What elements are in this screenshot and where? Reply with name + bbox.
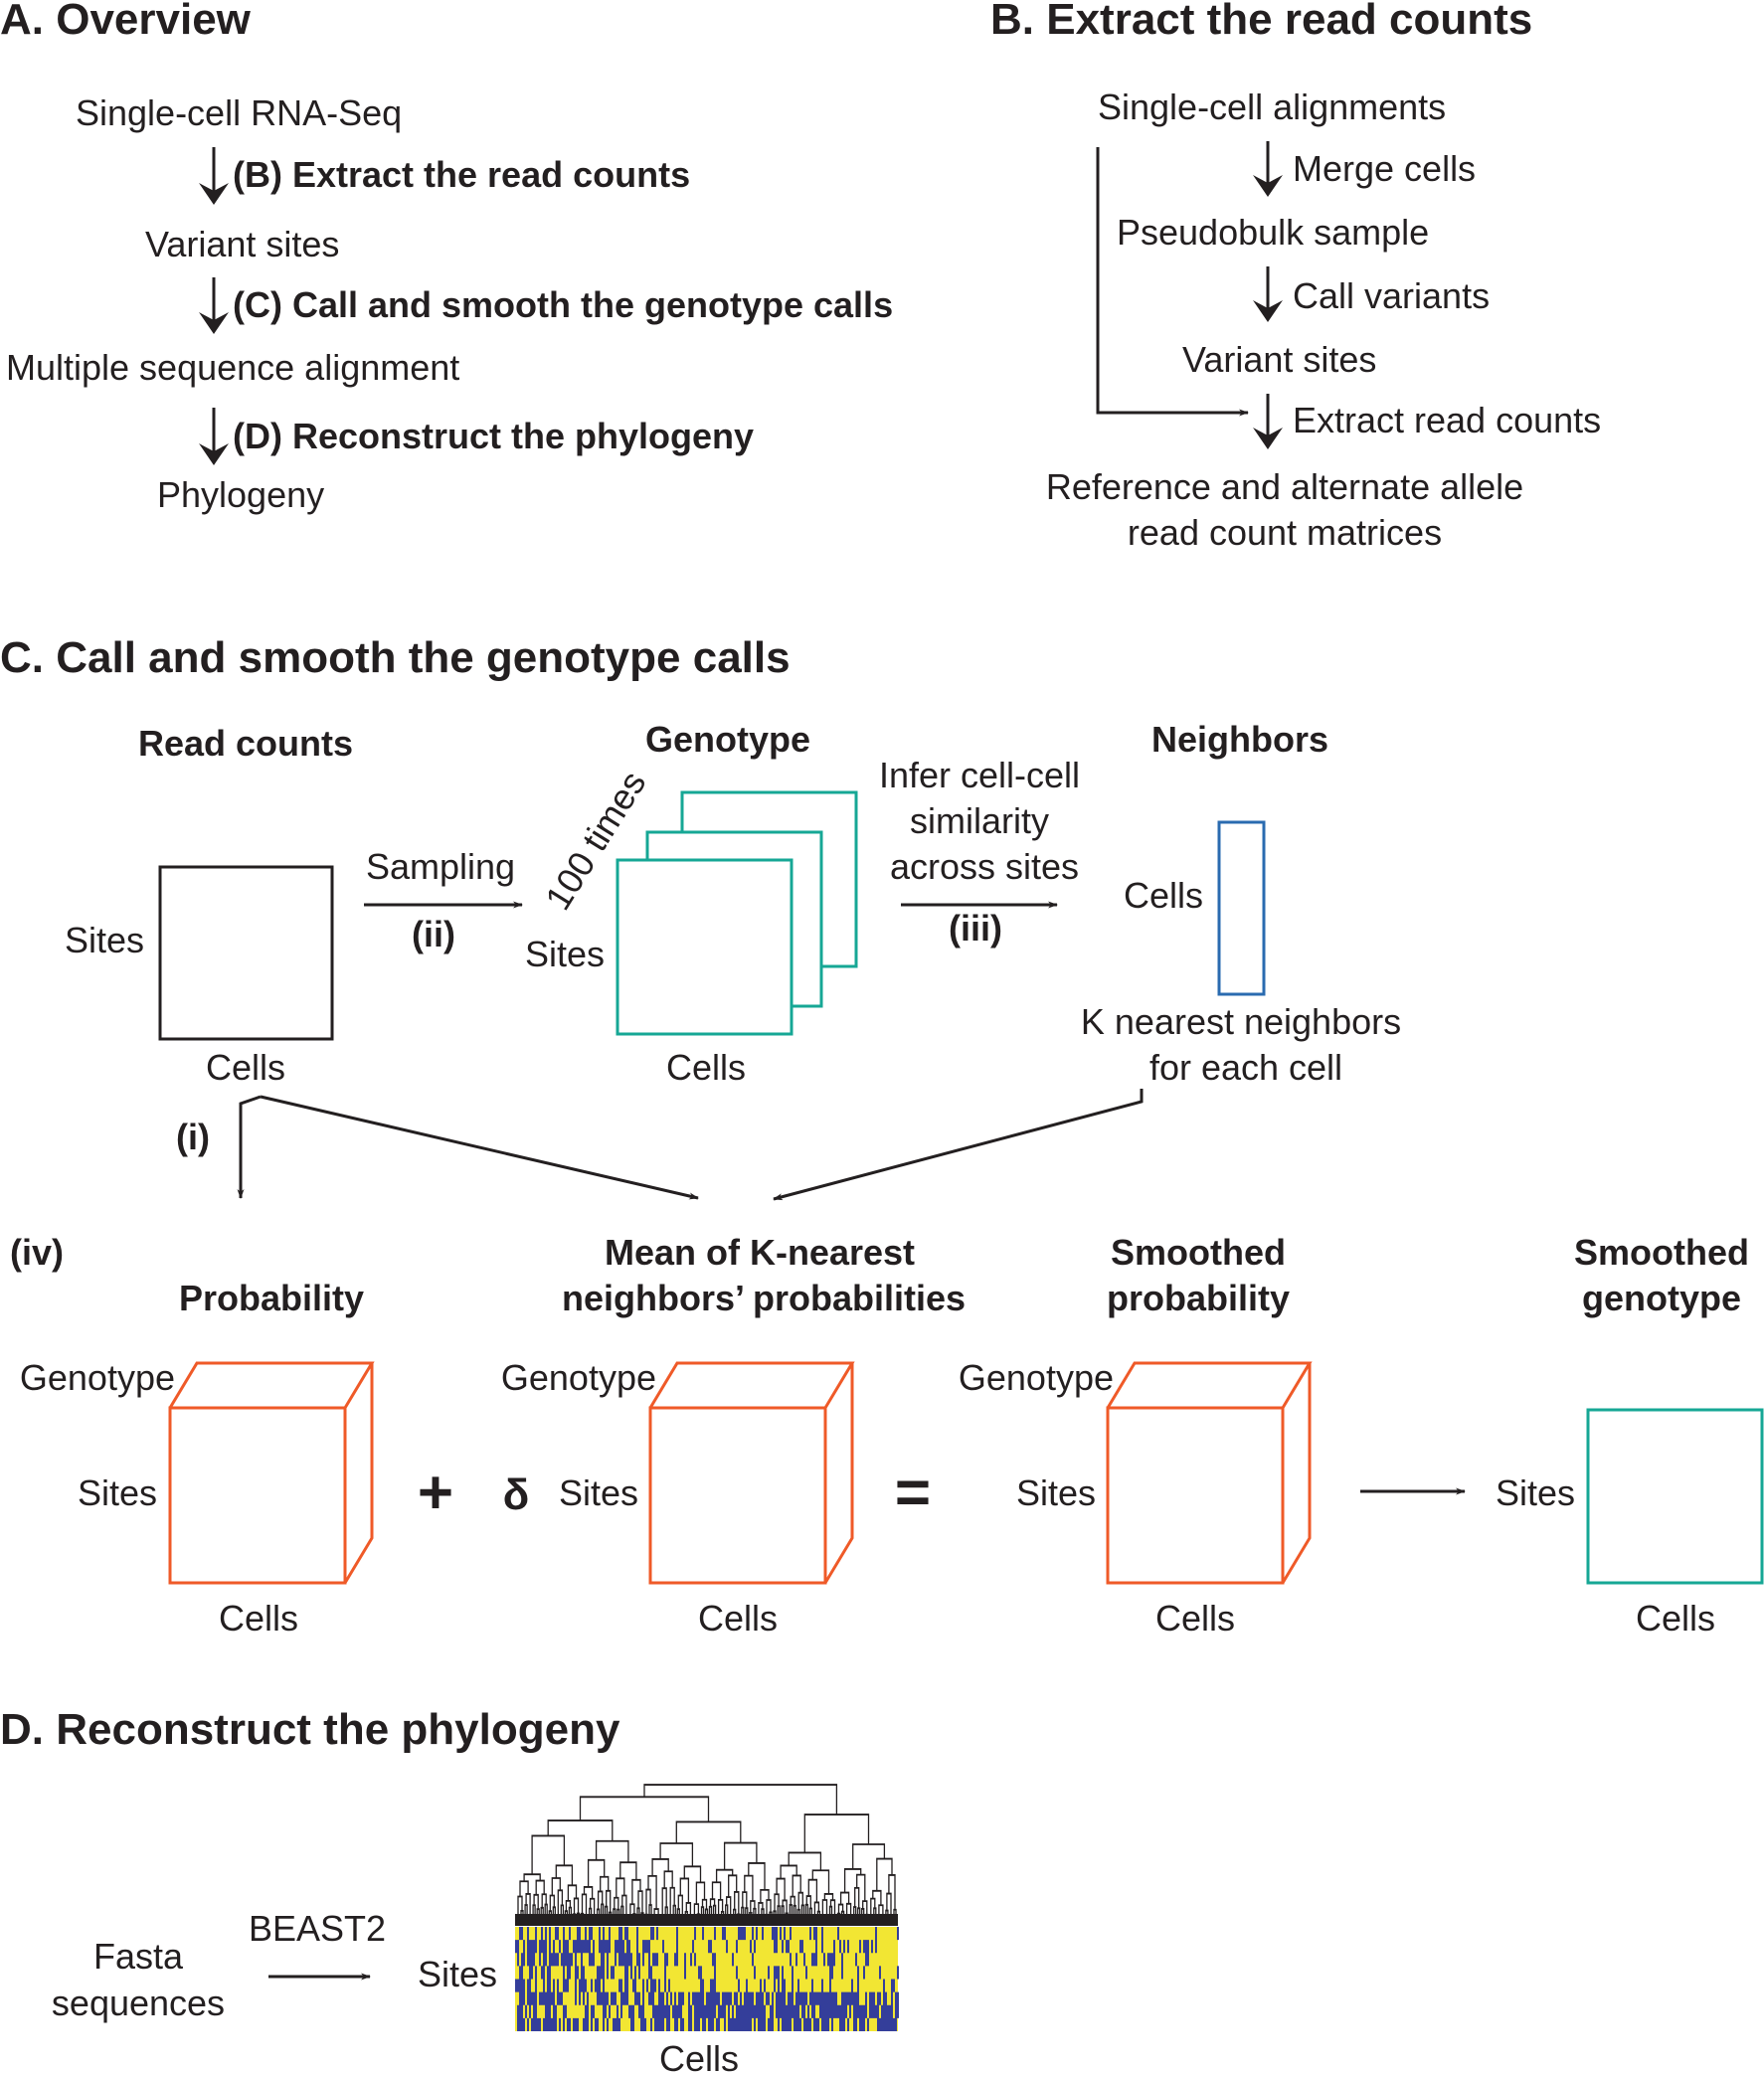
smoothed-prob-depth-label: Genotype (959, 1357, 1114, 1398)
genotype-heatmap (515, 1927, 899, 2031)
overview-arrow-label-c: (C) Call and smooth the genotype calls (233, 284, 893, 325)
panel-a: A. Overview Single-cell RNA-Seq (B) Extr… (0, 0, 893, 515)
phylogenetic-tree (515, 1784, 898, 1926)
genotype-rows-label: Sites (525, 934, 605, 974)
smoothed-prob-cols-label: Cells (1155, 1598, 1235, 1639)
arrowhead-icon (199, 312, 229, 334)
genotype-title: Genotype (645, 719, 810, 760)
step-iv-label: (iv) (10, 1232, 64, 1273)
to-mean-from-neighbors-arrow-icon (773, 1089, 1144, 1201)
overview-step-phylogeny: Phylogeny (157, 474, 324, 515)
mean-knn-rows-label: Sites (559, 1472, 638, 1513)
smoothed-probability-cube (1106, 1361, 1313, 1585)
infer-line-1: Infer cell-cell (879, 755, 1080, 795)
probability-cube (168, 1361, 375, 1585)
knn-line-2: for each cell (1149, 1047, 1342, 1088)
overview-arrow-label-d: (D) Reconstruct the phylogeny (233, 416, 754, 456)
smoothed-prob-rows-label: Sites (1016, 1472, 1096, 1513)
step-ii-label: (ii) (412, 914, 455, 954)
mean-knn-cols-label: Cells (698, 1598, 778, 1639)
panel-c: C. Call and smooth the genotype calls Re… (0, 633, 1764, 1639)
infer-line-2: similarity (910, 800, 1049, 841)
smoothed-genotype-matrix (1586, 1408, 1764, 1585)
arrowhead-icon (1253, 428, 1283, 449)
read-counts-rows-label: Sites (65, 920, 144, 960)
read-counts-matrix (158, 865, 334, 1041)
b-merge-cells-label: Merge cells (1293, 148, 1476, 189)
panel-a-title: A. Overview (0, 0, 252, 44)
smoothed-prob-title-line-2: probability (1107, 1278, 1290, 1318)
probability-depth-label: Genotype (20, 1357, 175, 1398)
b-output-line-1: Reference and alternate allele (1046, 466, 1523, 507)
probability-title: Probability (179, 1278, 364, 1318)
d-rows-label: Sites (418, 1954, 497, 1994)
equals-sign: = (895, 1459, 931, 1527)
d-cols-label: Cells (659, 2038, 739, 2073)
plus-sign: + (418, 1459, 453, 1527)
knn-line-1: K nearest neighbors (1081, 1001, 1401, 1042)
smoothed-geno-cols-label: Cells (1636, 1598, 1715, 1639)
panel-b-title: B. Extract the read counts (990, 0, 1532, 44)
step-iii-label: (iii) (949, 908, 1002, 949)
arrowhead-icon (1253, 175, 1283, 197)
neighbors-rows-label: Cells (1124, 875, 1203, 916)
read-counts-title: Read counts (138, 723, 353, 764)
overview-step-variant-sites: Variant sites (145, 224, 339, 264)
fasta-line-2: sequences (52, 1983, 225, 2023)
to-mean-from-counts-arrow-icon (260, 1095, 699, 1200)
mean-knn-depth-label: Genotype (501, 1357, 656, 1398)
overview-step-input: Single-cell RNA-Seq (76, 92, 402, 133)
b-extract-read-counts-label: Extract read counts (1293, 400, 1601, 440)
smoothed-prob-title-line-1: Smoothed (1111, 1232, 1286, 1273)
arrowhead-icon (1253, 300, 1283, 322)
b-variant-sites: Variant sites (1182, 339, 1376, 380)
smoothed-geno-rows-label: Sites (1496, 1472, 1575, 1513)
panel-c-title: C. Call and smooth the genotype calls (0, 633, 791, 682)
neighbors-title: Neighbors (1151, 719, 1328, 760)
step-i-label: (i) (176, 1117, 210, 1157)
smoothed-geno-title-line-2: genotype (1582, 1278, 1741, 1318)
step-i-arrow-icon (237, 1095, 262, 1199)
b-output-line-2: read count matrices (1128, 512, 1442, 553)
delta-symbol: δ (503, 1470, 530, 1519)
smoothed-geno-title-line-1: Smoothed (1574, 1232, 1749, 1273)
arrowhead-icon (199, 443, 229, 465)
b-bypass-arrow-icon (1096, 147, 1249, 417)
genotype-cols-label: Cells (666, 1047, 746, 1088)
panel-d-title: D. Reconstruct the phylogeny (0, 1705, 620, 1754)
infer-line-3: across sites (890, 846, 1079, 887)
overview-arrow-label-b: (B) Extract the read counts (233, 154, 690, 195)
sampling-label: Sampling (366, 846, 515, 887)
read-counts-cols-label: Cells (206, 1047, 285, 1088)
panel-b: B. Extract the read counts Single-cell a… (990, 0, 1601, 553)
mean-knn-title-line-1: Mean of K-nearest (605, 1232, 915, 1273)
b-call-variants-label: Call variants (1293, 275, 1490, 316)
beast2-label: BEAST2 (249, 1908, 386, 1949)
mean-knn-cube (648, 1361, 855, 1585)
probability-cols-label: Cells (219, 1598, 298, 1639)
probability-rows-label: Sites (78, 1472, 157, 1513)
arrowhead-icon (199, 183, 229, 205)
neighbors-vector (1217, 820, 1266, 996)
b-single-cell-alignments: Single-cell alignments (1098, 86, 1446, 127)
genotype-matrix-front (616, 858, 794, 1036)
panel-d: D. Reconstruct the phylogeny Fasta seque… (0, 1705, 899, 2073)
mean-knn-title-line-2: neighbors’ probabilities (562, 1278, 966, 1318)
overview-step-msa: Multiple sequence alignment (6, 347, 459, 388)
fasta-line-1: Fasta (93, 1936, 184, 1977)
b-pseudobulk-sample: Pseudobulk sample (1117, 212, 1429, 253)
